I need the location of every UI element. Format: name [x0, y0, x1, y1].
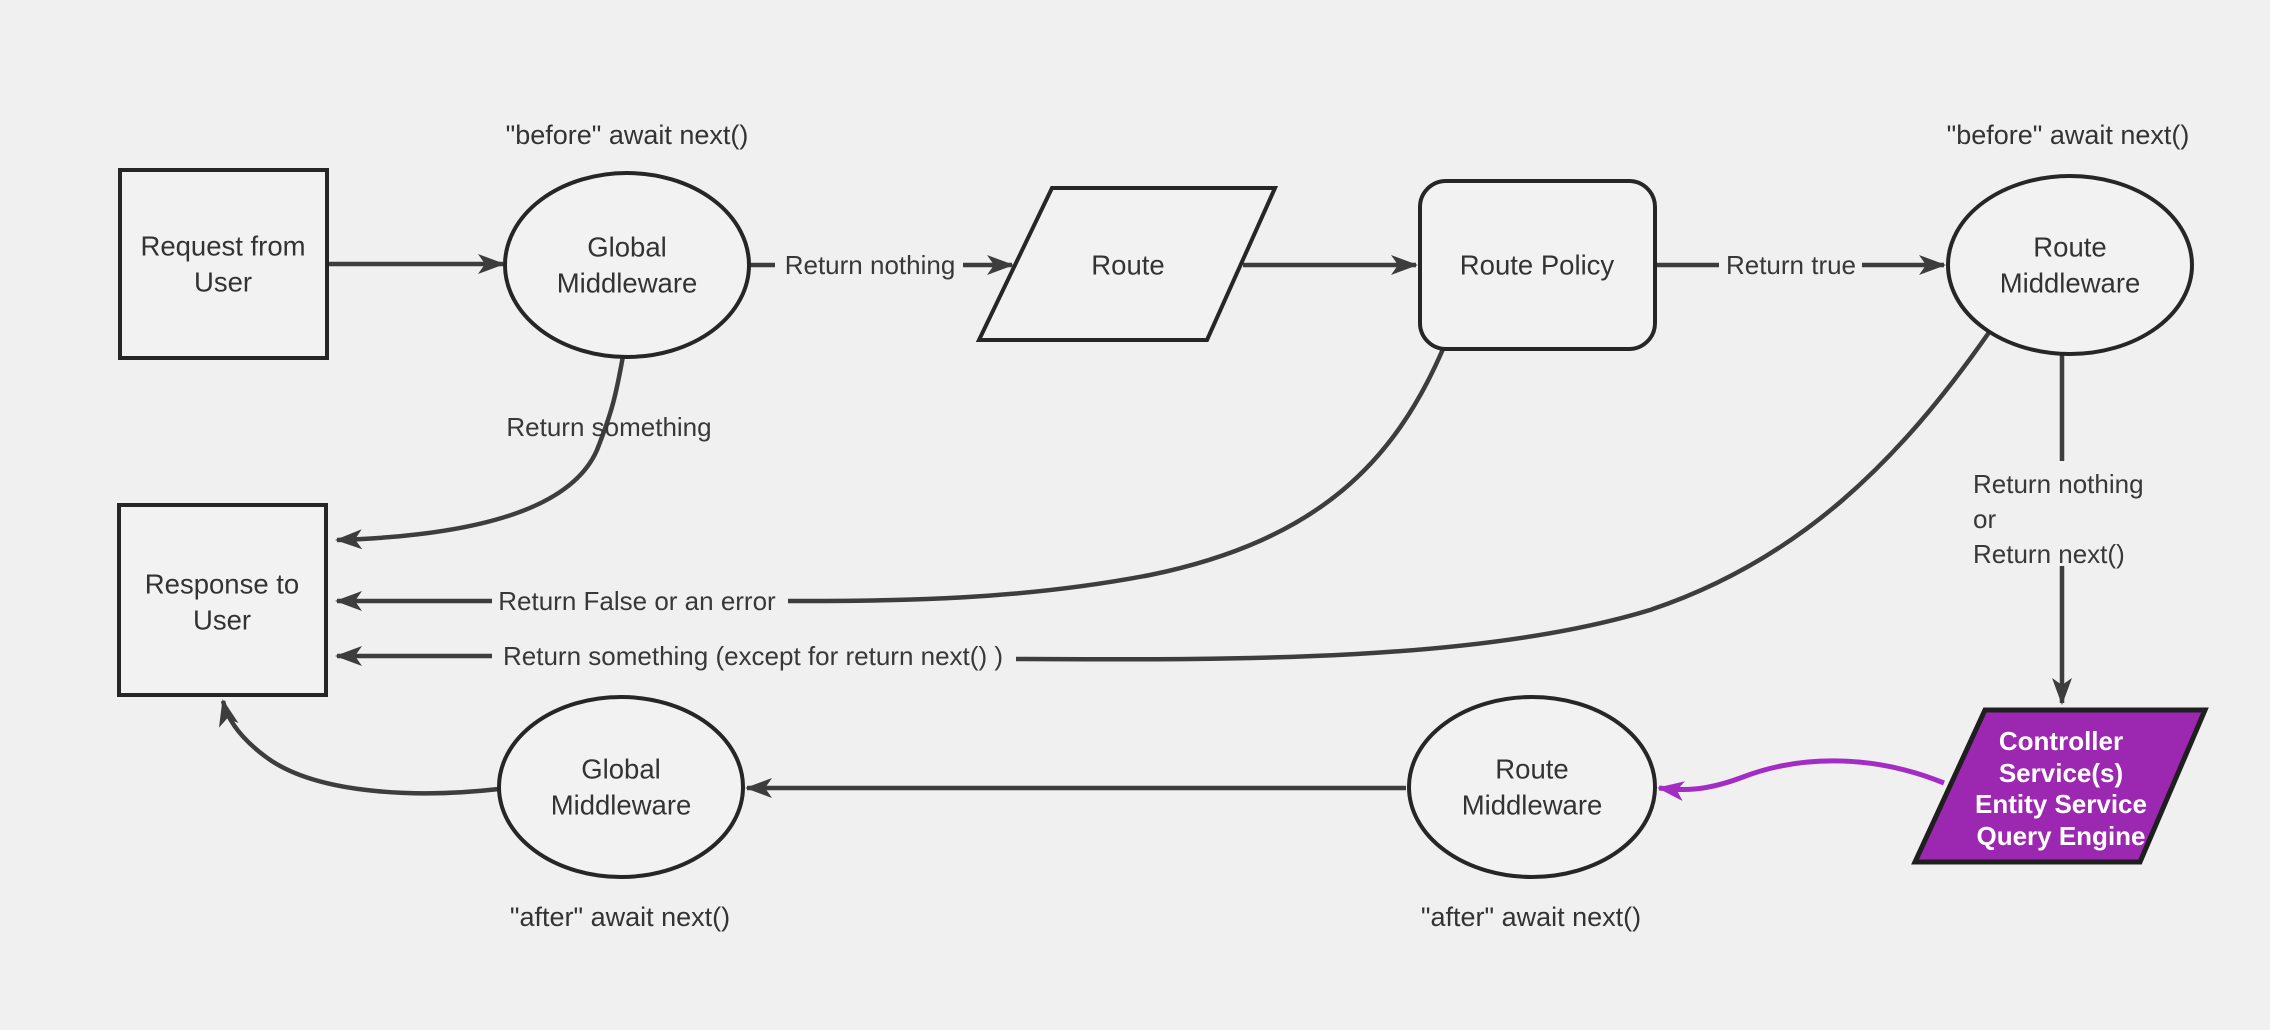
edge-global-mw-bottom-to-response [219, 699, 500, 796]
node-response-to-user: Response to User [117, 503, 328, 697]
edge-label-return-nothing: Return nothing [785, 250, 956, 280]
response-rectangle [117, 503, 328, 697]
annotation-after-await-bottom-right: "after" await next() [1421, 902, 1641, 932]
edge-global-mw-return-something [335, 355, 626, 550]
controller-line1: Controller [1999, 726, 2123, 756]
edge-label-return-nothing-or-line1: Return nothing [1973, 469, 2144, 499]
route-middleware-top-line2: Middleware [2000, 268, 2141, 299]
route-policy-rounded-rect [1418, 179, 1657, 351]
request-label-line1: Request from [140, 231, 305, 262]
response-label-line2: User [193, 605, 251, 636]
edge-label-return-something-except: Return something (except for return next… [503, 641, 1003, 671]
edge-controller-to-route-mw-bottom [1657, 758, 1945, 802]
edge-label-return-nothing-or-line3: Return next() [1973, 539, 2125, 569]
edge-label-return-something: Return something [506, 412, 711, 442]
global-middleware-bottom-line2: Middleware [551, 790, 692, 821]
route-middleware-top-ellipse [1946, 174, 2194, 356]
route-policy-label: Route Policy [1460, 250, 1615, 281]
node-route-middleware-bottom: Route Middleware [1407, 695, 1657, 879]
global-middleware-top-line1: Global [587, 232, 667, 263]
edges [219, 254, 2072, 802]
route-middleware-bottom-line1: Route [1495, 754, 1568, 785]
route-middleware-top-line1: Route [2033, 232, 2106, 263]
node-route-middleware-top: Route Middleware [1946, 174, 2194, 356]
global-middleware-top-ellipse [503, 171, 751, 359]
annotation-after-await-bottom-left: "after" await next() [510, 902, 730, 932]
route-middleware-bottom-line2: Middleware [1462, 790, 1603, 821]
annotation-before-await-top-left: "before" await next() [506, 120, 749, 150]
node-controller-services: Controller Service(s) Entity Service Que… [1911, 707, 2209, 865]
edge-label-return-false: Return False or an error [498, 586, 776, 616]
edge-route-mw-return-something-curve [1015, 329, 1992, 662]
edge-route-policy-return-false-curve [787, 348, 1446, 604]
edge-label-return-true: Return true [1726, 250, 1856, 280]
route-parallelogram [975, 186, 1279, 342]
response-label-line1: Response to [145, 569, 299, 600]
global-middleware-bottom-line1: Global [581, 754, 661, 785]
node-global-middleware-bottom: Global Middleware [497, 695, 745, 879]
request-label-line2: User [194, 267, 252, 298]
edge-label-return-nothing-or-line2: or [1973, 504, 1996, 534]
global-middleware-bottom-ellipse [497, 695, 745, 879]
controller-parallelogram [1911, 707, 2209, 865]
controller-line2: Service(s) [1999, 758, 2123, 788]
edge-label-return-nothing-or: Return nothing or Return next() [1973, 469, 2144, 569]
node-request-from-user: Request from User [118, 168, 329, 360]
node-route: Route [975, 186, 1279, 342]
edge-labels: Return nothing Return true Return someth… [498, 250, 2143, 671]
annotation-before-await-top-right: "before" await next() [1947, 120, 2190, 150]
node-global-middleware-top: Global Middleware [503, 171, 751, 359]
route-middleware-bottom-ellipse [1407, 695, 1657, 879]
controller-line3: Entity Service [1975, 789, 2147, 819]
controller-line4: Query Engine [1976, 821, 2145, 851]
node-route-policy: Route Policy [1418, 179, 1657, 351]
request-rectangle [118, 168, 329, 360]
global-middleware-top-line2: Middleware [557, 268, 698, 299]
route-label: Route [1091, 250, 1164, 281]
